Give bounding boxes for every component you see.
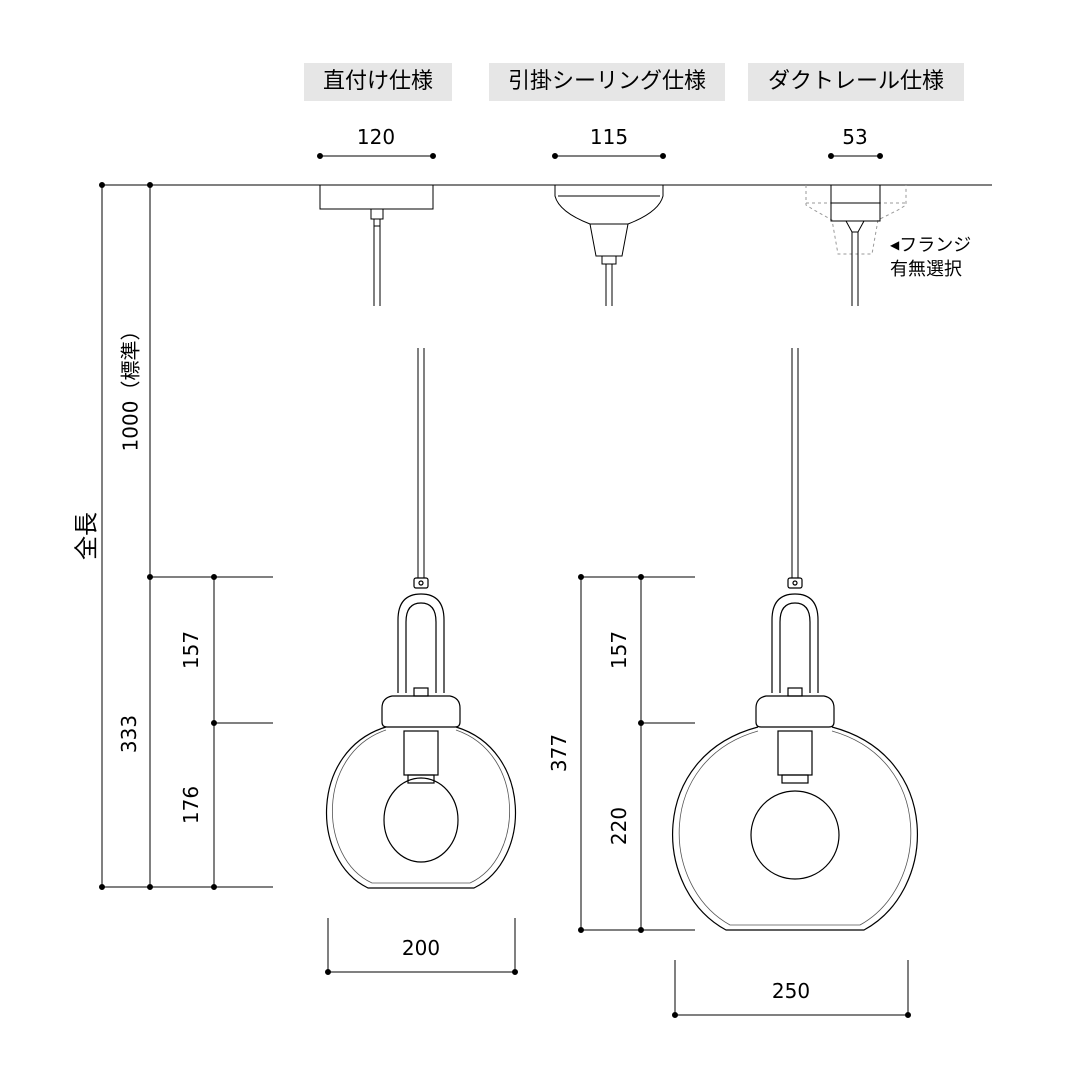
dim-direct-base-width (317, 153, 436, 159)
small-lamp (326, 577, 516, 889)
label-large-total-height: 377 (547, 733, 571, 773)
label-small-total-height: 333 (117, 714, 141, 754)
label-standard-length: 1000（標準） (118, 320, 143, 452)
label-large-shade-width: 250 (771, 979, 811, 1003)
flange-note-line1: フランジ (899, 235, 972, 256)
dim-hook-base-width (552, 153, 666, 159)
flange-note-line2: 有無選択 (890, 259, 962, 280)
label-large-upper-height: 157 (607, 630, 631, 670)
triangle-left-icon: ◀ (890, 238, 900, 252)
dim-large-shade-width (672, 960, 911, 1018)
dim-small-shade-width (325, 918, 518, 975)
label-small-lower-height: 176 (179, 785, 203, 825)
label-duct-base-width: 53 (842, 125, 868, 149)
hook-ceiling-canopy (554, 185, 664, 306)
dim-standard-cord (147, 182, 153, 580)
dim-large-split (638, 574, 695, 933)
label-hook-base-width: 115 (589, 125, 629, 149)
label-small-upper-height: 157 (179, 630, 203, 670)
duct-rail-adapter (805, 184, 907, 306)
large-lamp (672, 577, 918, 931)
spec-tag-duct-rail: ダクトレール仕様 (748, 63, 964, 101)
spec-tag-hook-ceiling: 引掛シーリング仕様 (489, 63, 725, 101)
flange-note: ◀フランジ 有無選択 (890, 233, 971, 282)
dim-duct-base-width (828, 153, 883, 159)
cord-small-lamp (417, 348, 425, 578)
label-large-lower-height: 220 (607, 806, 631, 846)
dim-large-total (578, 574, 695, 933)
spec-tag-direct: 直付け仕様 (304, 63, 452, 101)
dim-small-split (211, 574, 273, 890)
label-small-shade-width: 200 (401, 936, 441, 960)
label-total-length: 全長 (72, 512, 101, 560)
direct-mount-canopy (319, 184, 434, 306)
cord-large-lamp (791, 348, 799, 578)
label-direct-base-width: 120 (356, 125, 396, 149)
